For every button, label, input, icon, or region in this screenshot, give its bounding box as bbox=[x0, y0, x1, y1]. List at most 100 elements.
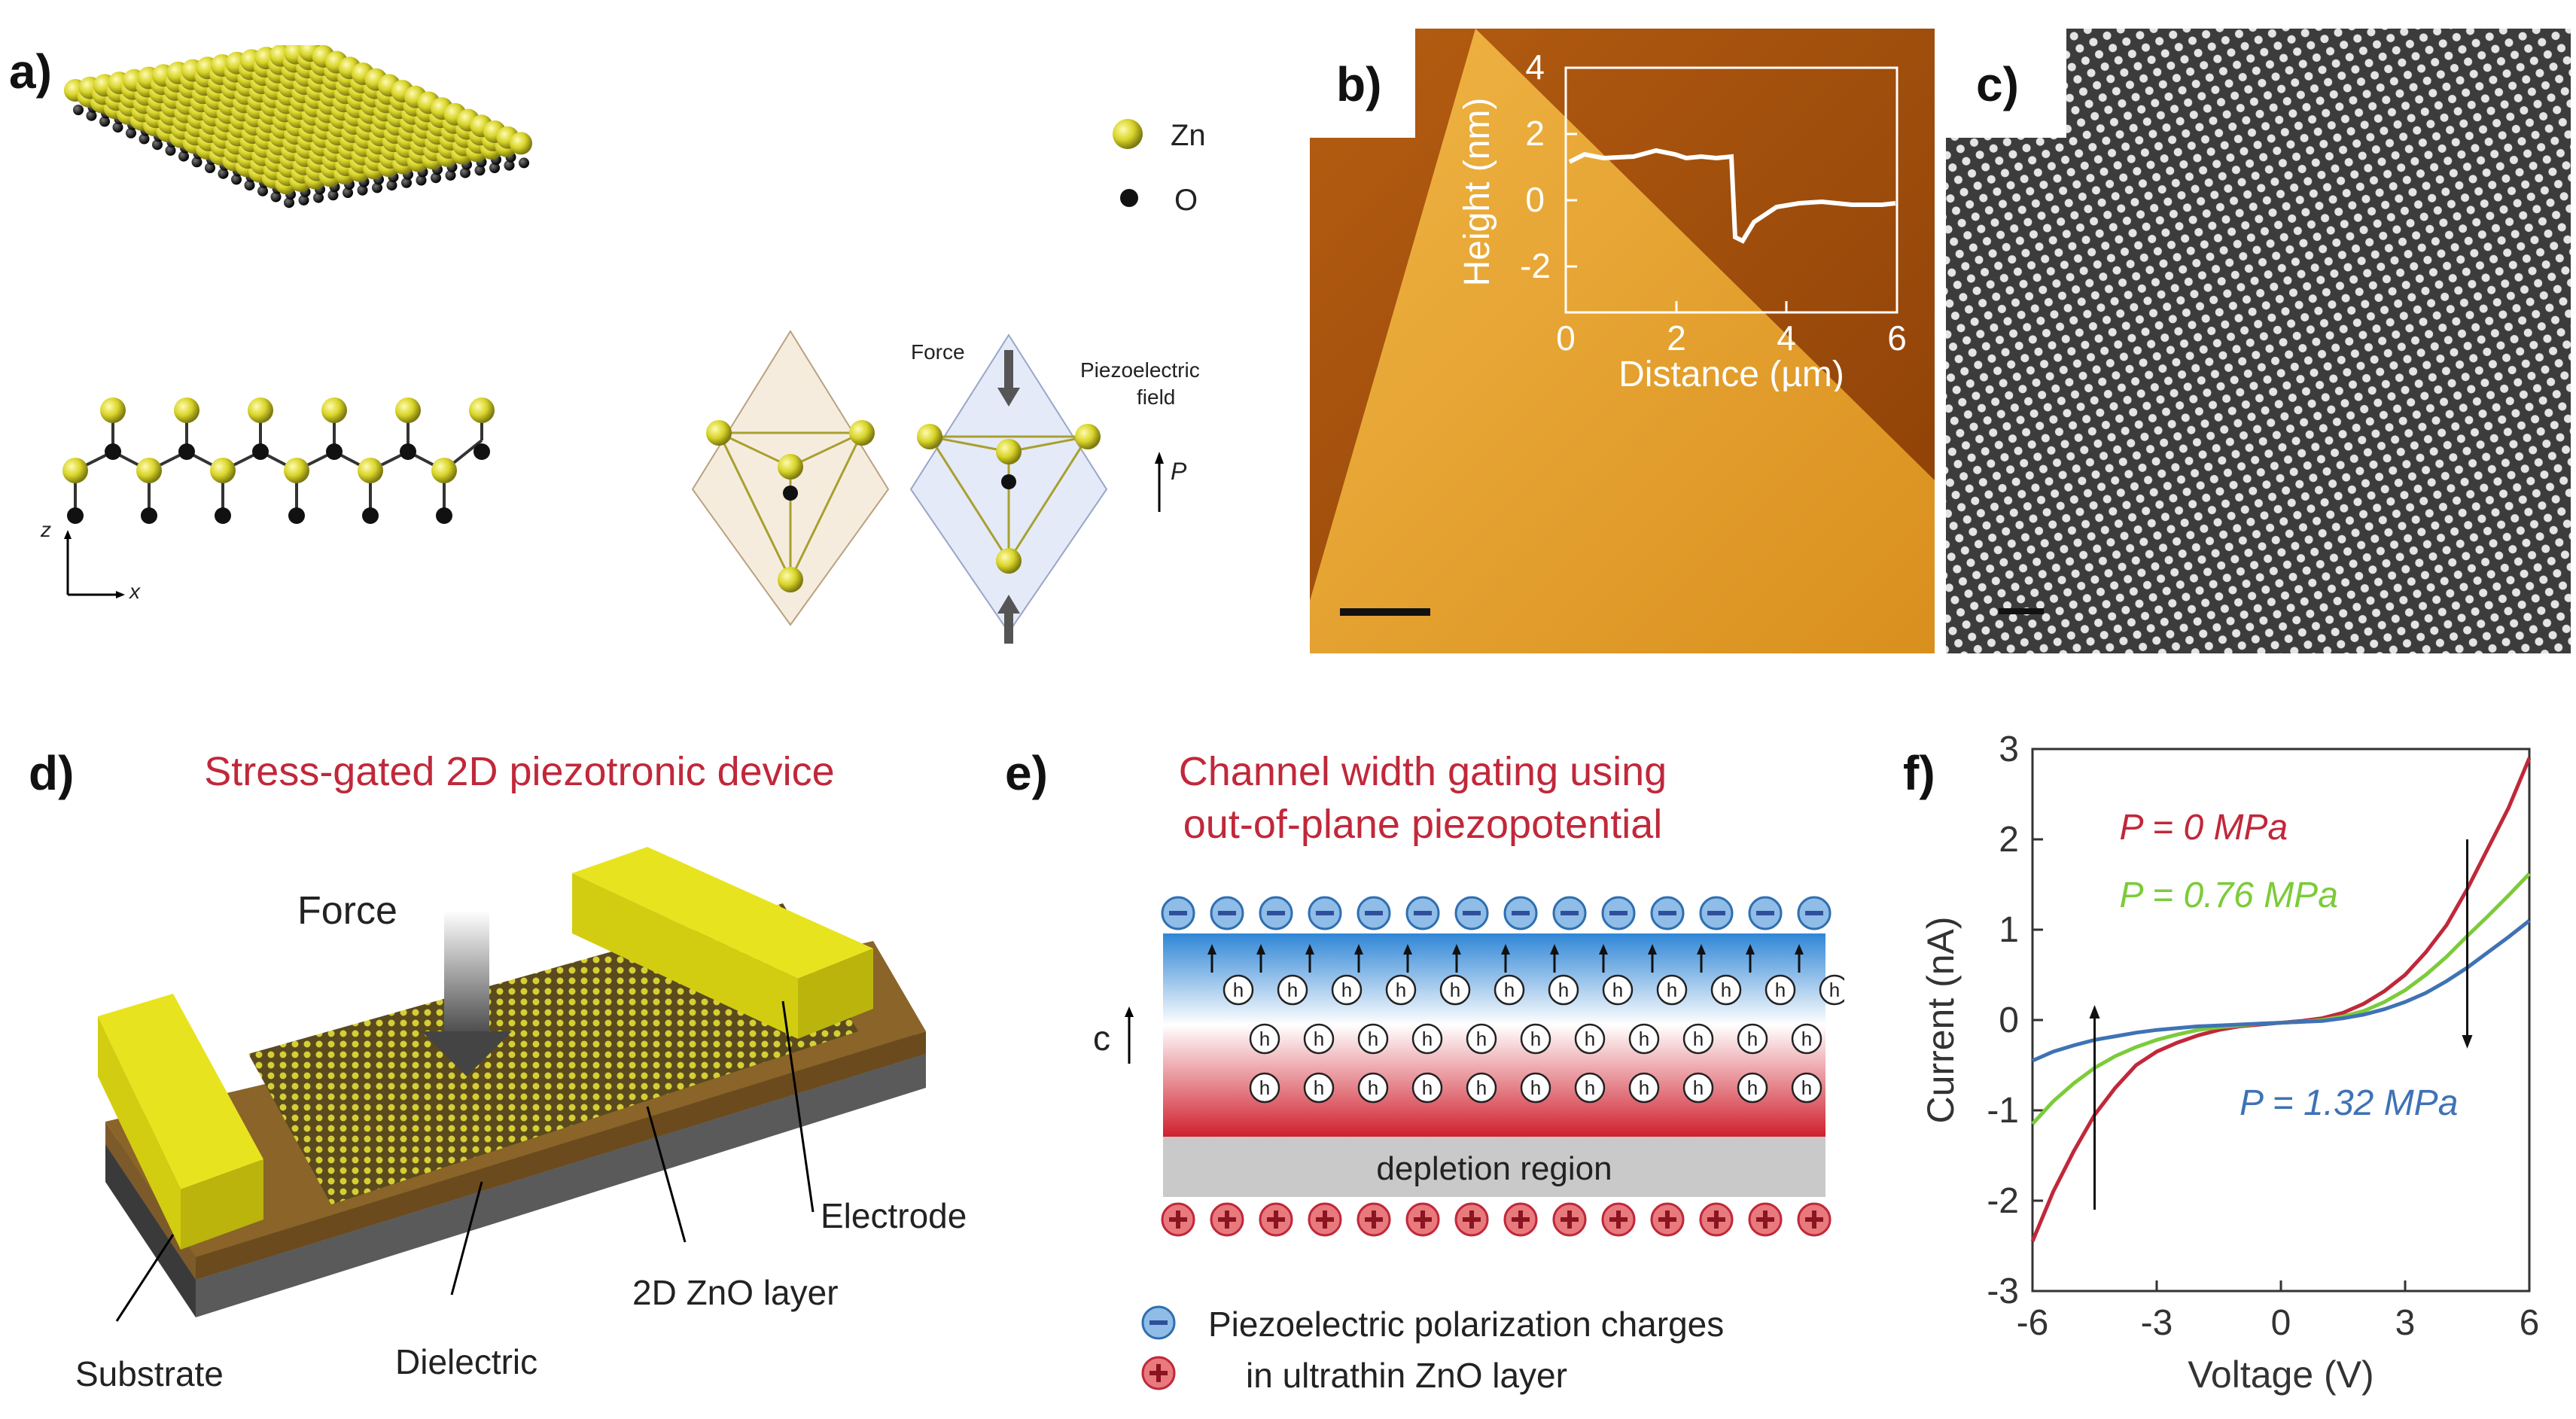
panel-c-letter: c) bbox=[1976, 57, 2019, 111]
svg-text:h: h bbox=[1476, 1076, 1487, 1099]
y-tick-label: -1 bbox=[1987, 1091, 2019, 1131]
polarization-arrow-icon bbox=[1452, 944, 1461, 973]
svg-text:h: h bbox=[1747, 1028, 1758, 1050]
dielectric-label: Dielectric bbox=[395, 1342, 538, 1381]
axis-x-label: x bbox=[129, 580, 140, 603]
c-axis-arrow bbox=[1125, 1006, 1134, 1064]
svg-text:h: h bbox=[1259, 1076, 1270, 1099]
hole-carrier-icon: h bbox=[1737, 1072, 1768, 1104]
svg-text:h: h bbox=[1585, 1028, 1595, 1050]
zno-side-view bbox=[62, 397, 495, 598]
polarization-arrow-icon bbox=[1501, 944, 1510, 973]
zn-legend-label: Zn bbox=[1171, 119, 1206, 152]
svg-text:h: h bbox=[1639, 1076, 1649, 1099]
negative-charge-icon bbox=[1748, 896, 1783, 930]
legend-plus-icon bbox=[1141, 1356, 1176, 1390]
negative-charge-icon bbox=[1405, 896, 1440, 930]
hole-carrier-icon: h bbox=[1249, 1072, 1280, 1104]
polarization-arrow-icon bbox=[1403, 944, 1412, 973]
svg-text:h: h bbox=[1368, 1028, 1378, 1050]
negative-charge-icon bbox=[1357, 896, 1391, 930]
negative-charge-icon bbox=[1454, 896, 1489, 930]
series-legend-label: P = 0 MPa bbox=[2120, 808, 2288, 848]
hole-carrier-icon: h bbox=[1331, 974, 1363, 1006]
substrate-label: Substrate bbox=[75, 1354, 224, 1393]
positive-charge-icon bbox=[1357, 1202, 1391, 1237]
svg-text:h: h bbox=[1233, 979, 1244, 1001]
svg-text:h: h bbox=[1829, 979, 1840, 1001]
panel-d-title: Stress-gated 2D piezotronic device bbox=[204, 749, 835, 794]
hole-carrier-icon: h bbox=[1819, 974, 1844, 1006]
series-legend-label: P = 1.32 MPa bbox=[2240, 1083, 2458, 1123]
c-axis-label: c bbox=[1093, 1019, 1110, 1058]
force-label-a: Force bbox=[911, 340, 965, 364]
hole-carrier-icon: h bbox=[1574, 1023, 1606, 1055]
legend-minus-text: Piezoelectric polarization charges bbox=[1208, 1305, 1725, 1344]
panel-e-letter: e) bbox=[1005, 746, 1048, 800]
panel-a-letter: a) bbox=[9, 44, 52, 99]
positive-charge-icon bbox=[1210, 1202, 1244, 1237]
positive-charge-icon bbox=[1503, 1202, 1538, 1237]
svg-text:h: h bbox=[1476, 1028, 1487, 1050]
svg-text:h: h bbox=[1368, 1076, 1378, 1099]
hole-carrier-icon: h bbox=[1357, 1072, 1389, 1104]
hole-carrier-icon: h bbox=[1682, 1023, 1714, 1055]
negative-charge-icon bbox=[1650, 896, 1685, 930]
hole-carrier-icon: h bbox=[1791, 1072, 1822, 1104]
zn-legend-icon bbox=[1113, 119, 1143, 149]
svg-text:h: h bbox=[1639, 1028, 1649, 1050]
polarization-arrow-icon bbox=[1795, 944, 1804, 973]
negative-charge-icon bbox=[1308, 896, 1342, 930]
y-tick-label: 1 bbox=[1999, 910, 2019, 950]
series-line bbox=[2032, 919, 2531, 1063]
x-tick-label: 0 bbox=[2271, 1303, 2291, 1343]
hole-carrier-icon: h bbox=[1628, 1023, 1660, 1055]
piezo-field-label-2: field bbox=[1137, 385, 1176, 409]
negative-charge-icon bbox=[1797, 896, 1832, 930]
panel-e-title-1: Channel width gating using bbox=[1178, 749, 1667, 794]
hole-carrier-icon: h bbox=[1357, 1023, 1389, 1055]
inset-ytick-4: 4 bbox=[1525, 47, 1545, 87]
svg-text:h: h bbox=[1422, 1028, 1433, 1050]
depletion-region-label: depletion region bbox=[1376, 1150, 1612, 1187]
panel-f-letter: f) bbox=[1903, 746, 1935, 800]
svg-text:h: h bbox=[1422, 1076, 1433, 1099]
legend-plus-text: in ultrathin ZnO layer bbox=[1246, 1356, 1567, 1395]
negative-charge-icon bbox=[1161, 896, 1195, 930]
polarization-arrow-icon bbox=[1648, 944, 1657, 973]
x-tick-label: -3 bbox=[2141, 1303, 2173, 1343]
hole-carrier-icon: h bbox=[1682, 1072, 1714, 1104]
negative-charge-icon bbox=[1601, 896, 1636, 930]
svg-text:h: h bbox=[1775, 979, 1786, 1001]
afm-image bbox=[1310, 29, 1935, 653]
panel-b-letter: b) bbox=[1336, 57, 1382, 111]
force-label-d: Force bbox=[297, 889, 397, 933]
p-label: P bbox=[1171, 458, 1187, 485]
hole-carrier-icon: h bbox=[1602, 974, 1634, 1006]
hole-carrier-icon: h bbox=[1628, 1072, 1660, 1104]
x-tick-label: 6 bbox=[2520, 1303, 2540, 1343]
positive-charge-icon bbox=[1259, 1202, 1293, 1237]
tem-lattice-image bbox=[1946, 29, 2571, 653]
inset-xtick-0: 0 bbox=[1556, 318, 1576, 358]
negative-charge-icon bbox=[1503, 896, 1538, 930]
hole-carrier-icon: h bbox=[1439, 974, 1471, 1006]
positive-charge-icon bbox=[1797, 1202, 1832, 1237]
piezotronic-device-diagram bbox=[98, 847, 926, 1322]
inset-ylabel: Height (nm) bbox=[1457, 98, 1497, 287]
axis-z-label: z bbox=[41, 518, 51, 541]
hole-carrier-icon: h bbox=[1765, 974, 1796, 1006]
inset-ytick-0: 0 bbox=[1525, 180, 1545, 219]
positive-charge-icon bbox=[1748, 1202, 1783, 1237]
inset-ytick-neg2: -2 bbox=[1520, 246, 1551, 285]
hole-carrier-icon: h bbox=[1466, 1072, 1497, 1104]
tetrahedron-diagram bbox=[691, 330, 1164, 644]
y-tick-label: -2 bbox=[1987, 1181, 2019, 1221]
svg-text:h: h bbox=[1693, 1028, 1704, 1050]
svg-text:h: h bbox=[1693, 1076, 1704, 1099]
hole-carrier-icon: h bbox=[1548, 974, 1579, 1006]
legend-minus-icon bbox=[1141, 1305, 1176, 1340]
x-tick-label: -6 bbox=[2017, 1303, 2049, 1343]
